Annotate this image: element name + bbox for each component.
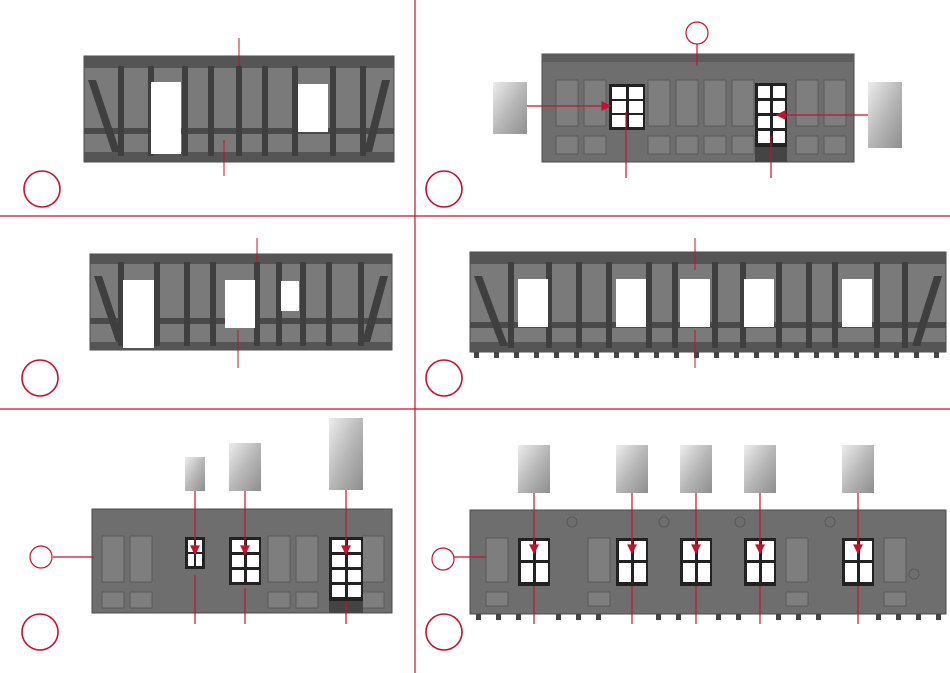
window-opening: [744, 279, 774, 327]
panel-3-wall: [90, 238, 392, 368]
step-circle-3: [22, 360, 58, 396]
step-circle-4: [426, 360, 462, 396]
glass-pane-icon: [518, 445, 550, 493]
step-circle-1: [24, 171, 60, 207]
glass-pane-icon: [680, 445, 712, 493]
step-circle-5: [22, 614, 58, 650]
glass-pane-icon: [185, 457, 205, 491]
step-circle-2: [426, 171, 462, 207]
panel-1-wall: [84, 38, 394, 176]
window-opening: [225, 280, 255, 328]
glass-pane-icon: [616, 445, 648, 493]
door-opening: [151, 82, 181, 154]
wall-bottom-tabs: [474, 352, 939, 358]
panel-4-wall: [470, 238, 946, 368]
small-window-opening: [281, 281, 299, 311]
glass-pane-icon: [329, 418, 363, 490]
panel-6-wall: [432, 445, 946, 624]
window-opening: [680, 279, 710, 327]
panel-2-wall: [493, 22, 902, 178]
window-opening: [518, 279, 548, 327]
step-circle-6: [426, 614, 462, 650]
glass-pane-icon: [744, 445, 776, 493]
glass-pane-icon: [229, 443, 261, 491]
wall-bottom-tabs: [476, 614, 941, 620]
glass-pane-icon: [868, 82, 902, 148]
panel-5-wall: [30, 418, 392, 624]
glass-pane-icon: [842, 445, 874, 493]
window-opening: [842, 279, 872, 327]
door-opening: [123, 280, 154, 348]
window-opening: [616, 279, 646, 327]
part-callout-circle: [30, 546, 52, 568]
glass-pane-icon: [493, 82, 527, 134]
window-frame-icon: [609, 84, 645, 130]
part-callout-circle: [686, 22, 708, 44]
window-opening: [298, 84, 328, 132]
part-callout-circle: [432, 548, 454, 570]
